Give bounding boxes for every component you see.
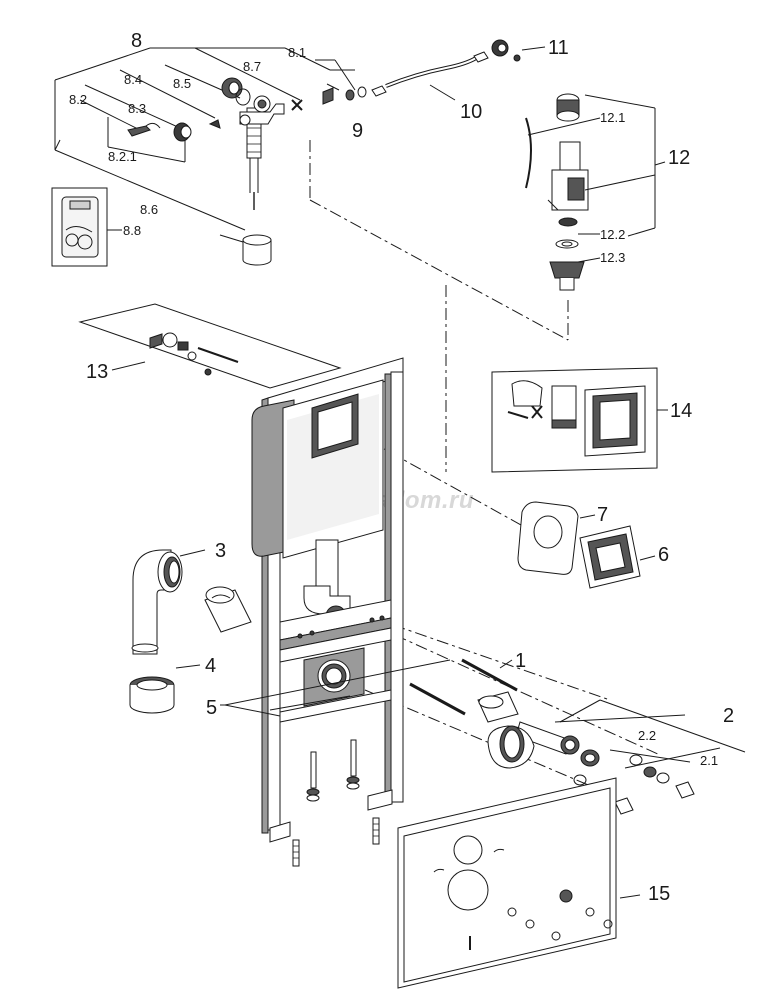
- part-11-nut: [491, 39, 546, 62]
- label-12-1: 12.1: [600, 110, 625, 125]
- label-2-2: 2.2: [638, 728, 656, 743]
- part-8-6-sleeve: [219, 234, 272, 266]
- part-8-8-bag: [51, 187, 122, 267]
- part-8-4-cone: [208, 119, 221, 129]
- label-4: 4: [205, 655, 216, 677]
- label-8-2: 8.2: [69, 92, 87, 107]
- label-6: 6: [658, 544, 669, 566]
- part-3-pipe: [204, 586, 252, 633]
- label-2: 2: [723, 705, 734, 727]
- label-12: 12: [668, 147, 690, 169]
- label-10: 10: [460, 101, 482, 123]
- label-12-3: 12.3: [600, 250, 625, 265]
- label-8: 8: [131, 30, 142, 52]
- label-8-1: 8.1: [288, 45, 306, 60]
- part-8-2-clip: [127, 122, 161, 137]
- part-1-rods: [409, 658, 518, 716]
- part-labels: 8 8.1 8.7 8.4 8.5 8.2 8.3 8.2.1 8.6 8.8 …: [69, 30, 734, 905]
- part-15-sound-pad: [397, 777, 641, 989]
- label-1: 1: [515, 650, 526, 672]
- part-7-plate: [517, 501, 596, 575]
- part-10-hose: [371, 51, 489, 101]
- label-2-1: 2.1: [700, 753, 718, 768]
- label-5: 5: [206, 697, 217, 719]
- label-8-6: 8.6: [140, 202, 158, 217]
- label-12-2: 12.2: [600, 227, 625, 242]
- group-8-leader-lines: [54, 47, 356, 231]
- dashed-connection-lines: [309, 140, 661, 791]
- label-11: 11: [548, 37, 569, 59]
- part-8-5-rings: [221, 77, 251, 106]
- label-8-2-1: 8.2.1: [108, 149, 137, 164]
- label-3: 3: [215, 540, 226, 562]
- installation-frame: [251, 357, 404, 867]
- label-8-4: 8.4: [124, 72, 142, 87]
- part-6-module: [579, 525, 656, 589]
- part-8-fill-valve: [239, 95, 285, 210]
- part-5-leader: [220, 659, 451, 717]
- part-4-cap: [129, 664, 201, 714]
- part-8-7-clip: [291, 99, 303, 111]
- label-15: 15: [648, 883, 670, 905]
- part-12-flush-valve: [525, 93, 666, 291]
- label-8-5: 8.5: [173, 76, 191, 91]
- label-9: 9: [352, 120, 363, 142]
- label-8-3: 8.3: [128, 101, 146, 116]
- part-8-3-nut: [173, 122, 192, 142]
- part-3-elbow: [131, 549, 206, 655]
- part-14-actuator-kit: [491, 367, 668, 473]
- label-7: 7: [597, 504, 608, 526]
- label-13: 13: [86, 361, 108, 383]
- label-8-8: 8.8: [123, 223, 141, 238]
- part-8-1-washers: [345, 86, 367, 101]
- label-8-7: 8.7: [243, 59, 261, 74]
- label-14: 14: [670, 400, 692, 422]
- part-9-bracket: [322, 83, 340, 105]
- part-13-hardware-kit: [78, 303, 342, 389]
